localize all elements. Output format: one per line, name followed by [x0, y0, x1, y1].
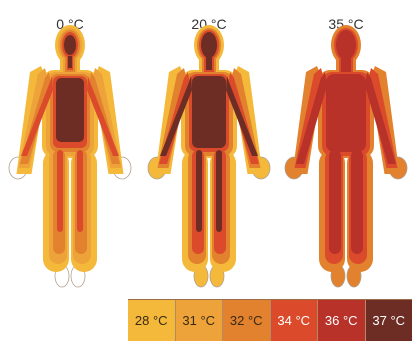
zone-right-leg: [216, 150, 222, 232]
zone-head: [336, 30, 356, 60]
legend-swatch-36: 36 °C: [318, 300, 366, 341]
zone-left-leg: [329, 150, 341, 254]
legend-swatch-34: 34 °C: [271, 300, 319, 341]
legend-swatch-31: 31 °C: [176, 300, 224, 341]
legend-swatch-28: 28 °C: [128, 300, 176, 341]
zone-right-leg: [351, 150, 363, 254]
body-figure-20c: [148, 25, 270, 287]
zone-neck: [68, 56, 72, 68]
zone-neck: [341, 56, 351, 72]
body-figure-35c: [285, 25, 407, 287]
zone-left-leg: [57, 150, 63, 232]
zone-right-leg: [77, 150, 83, 232]
zone-neck: [206, 56, 212, 70]
zone-trunk: [192, 76, 226, 148]
zone-c37: [160, 32, 258, 232]
zone-head: [201, 32, 217, 58]
zone-head: [64, 35, 76, 55]
body-figure-0c: [9, 25, 131, 287]
zone-trunk: [326, 74, 366, 152]
legend-swatch-37: 37 °C: [366, 300, 413, 341]
temperature-legend: 28 °C 31 °C 32 °C 34 °C 36 °C 37 °C: [128, 299, 412, 341]
zone-left-leg: [196, 150, 202, 232]
legend-swatch-32: 32 °C: [223, 300, 271, 341]
zone-trunk: [56, 78, 84, 142]
